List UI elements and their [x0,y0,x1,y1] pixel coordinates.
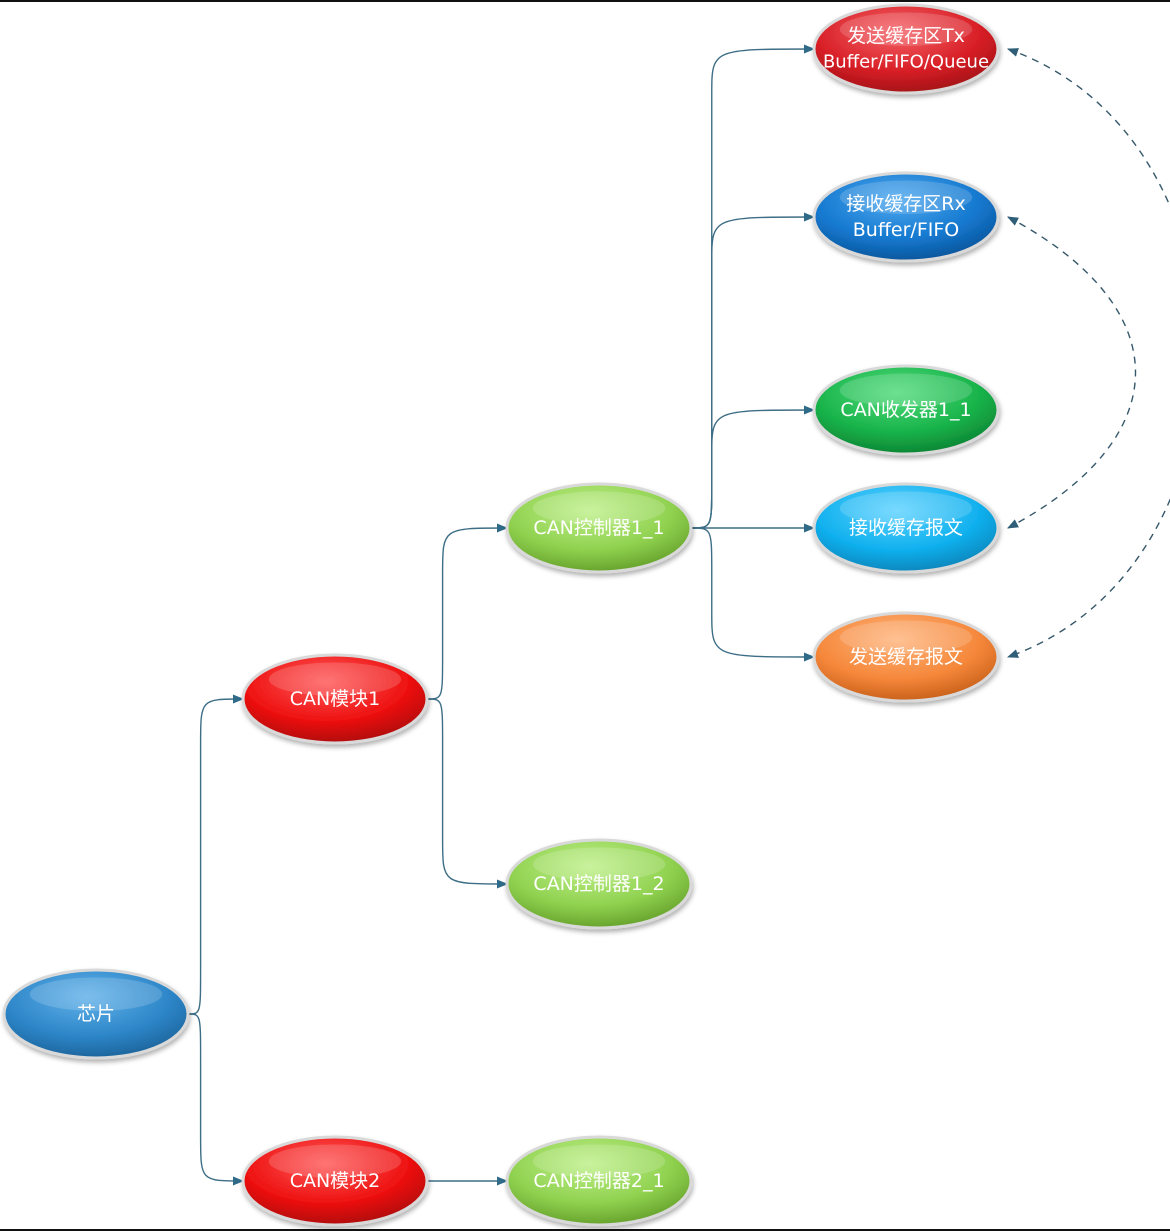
node-shape [505,838,693,930]
edge-can_module_1-to-can_ctrl_1_2 [426,698,509,889]
node-label-line: CAN收发器1_1 [840,399,971,421]
node-gloss [839,373,973,407]
bottom-border [0,1229,1170,1231]
node-can-module-1: CAN模块1 [241,653,429,745]
node-label-line: 发送缓存报文 [849,646,963,668]
node-gloss [532,847,666,881]
node-gloss [839,180,973,214]
node-gloss [839,12,973,46]
node-shape [812,3,1000,95]
node-label-line: Buffer/FIFO/Queue [823,52,989,73]
node-gloss [839,620,973,654]
node-shape [241,653,429,745]
node-shape [812,171,1000,263]
edge-can_ctrl_1_1-to-tx_buffer [690,44,816,529]
node-label-line: 发送缓存区Tx [847,25,965,47]
node-label-line: CAN控制器1_2 [533,873,664,895]
node-can-module-2: CAN模块2 [241,1135,429,1227]
node-shape [812,611,1000,703]
edge-can_ctrl_1_1-to-can_transceiver [690,405,816,529]
node-label-line: CAN模块1 [290,688,381,710]
node-gloss [268,662,402,696]
node-shape [241,1135,429,1227]
node-label-line: CAN模块2 [290,1170,381,1192]
top-border [0,0,1170,2]
node-gloss [29,977,163,1011]
edge-chip-to-can_module_1 [187,694,245,1015]
edge-chip-to-can_module_2 [187,1013,245,1186]
node-tx-message: 发送缓存报文 [812,611,1000,703]
node-shape [505,1135,693,1227]
node-label-line: 芯片 [77,1003,115,1025]
node-gloss [839,491,973,525]
node-label-line: 接收缓存区Rx [846,193,965,215]
node-gloss [532,491,666,525]
edges-layer [187,44,1170,1186]
node-shape [812,482,1000,574]
node-gloss [268,1144,402,1178]
node-label-line: CAN控制器2_1 [533,1170,664,1192]
node-can-ctrl-1-1: CAN控制器1_1 [505,482,693,574]
node-label-line: Buffer/FIFO [853,219,960,241]
node-shape [812,364,1000,456]
edge-can_ctrl_1_1-to-tx_message [690,527,816,662]
node-can-ctrl-2-1: CAN控制器2_1 [505,1135,693,1227]
node-shape [505,482,693,574]
node-label-line: CAN控制器1_1 [533,517,664,539]
node-label-line: 接收缓存报文 [849,517,963,539]
node-shape [2,968,190,1060]
edge-can_ctrl_1_1-to-rx_buffer [690,212,816,529]
node-rx-message: 接收缓存报文 [812,482,1000,574]
edge-tx_buffer-to-tx_message [1006,48,1170,658]
node-gloss [532,1144,666,1178]
edge-can_module_1-to-can_ctrl_1_1 [426,523,509,700]
node-chip: 芯片 [2,968,190,1060]
edge-rx_buffer-to-rx_message [1007,216,1136,529]
node-can-transceiver: CAN收发器1_1 [812,364,1000,456]
node-can-ctrl-1-2: CAN控制器1_2 [505,838,693,930]
